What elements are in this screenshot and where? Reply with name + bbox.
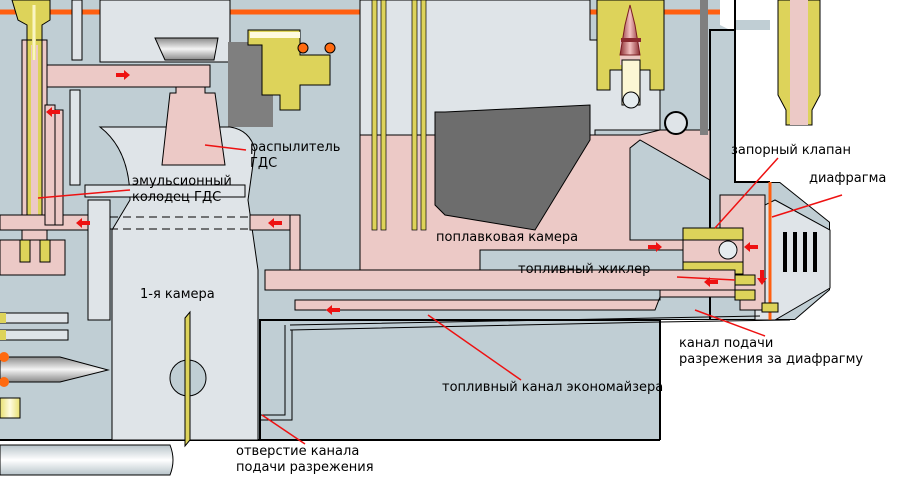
leader-sprayer: [204, 144, 247, 151]
leader-fuel-jet: [676, 276, 736, 281]
float-chamber: [359, 0, 711, 271]
throttle-valve: [169, 310, 207, 448]
economizer-fuel-channel: [260, 269, 791, 421]
leader-vacuum-opening: [261, 414, 306, 445]
air-intake: [71, 0, 273, 127]
label-first-chamber: 1-я камера: [140, 287, 215, 302]
idle-screw: [0, 312, 174, 476]
label-vacuum-channel-opening: отверстие канала подачи разрежения: [236, 444, 374, 475]
label-shutoff-valve: запорный клапан: [731, 143, 852, 158]
label-emulsion-well: эмульсионный колодец ГДС: [132, 174, 232, 205]
needle-valve: [596, 0, 665, 109]
channels-left: [69, 89, 301, 321]
label-diaphragm: диафрагма: [809, 171, 887, 186]
fuel-pipe: [777, 0, 821, 126]
label-sprayer: распылитель ГДС: [250, 140, 341, 171]
label-vacuum-channel-behind-diaphragm: канал подачи разрежения за диафрагму: [679, 336, 864, 367]
leader-emulsion-well: [37, 189, 131, 199]
leader-diaphragm: [771, 194, 843, 218]
leader-shutoff-valve: [714, 157, 779, 229]
label-fuel-jet: топливный жиклер: [518, 262, 651, 277]
leader-economizer: [427, 314, 522, 381]
label-float-chamber: поплавковая камера: [436, 230, 579, 245]
accelerator-nozzle: [247, 29, 336, 111]
flow-arrows: [46, 70, 767, 315]
leader-vacuum-behind: [694, 309, 766, 337]
leader-lines: [37, 144, 843, 445]
label-economizer-fuel-channel: топливный канал экономайзера: [442, 380, 664, 395]
emulsion-well: [0, 0, 91, 276]
